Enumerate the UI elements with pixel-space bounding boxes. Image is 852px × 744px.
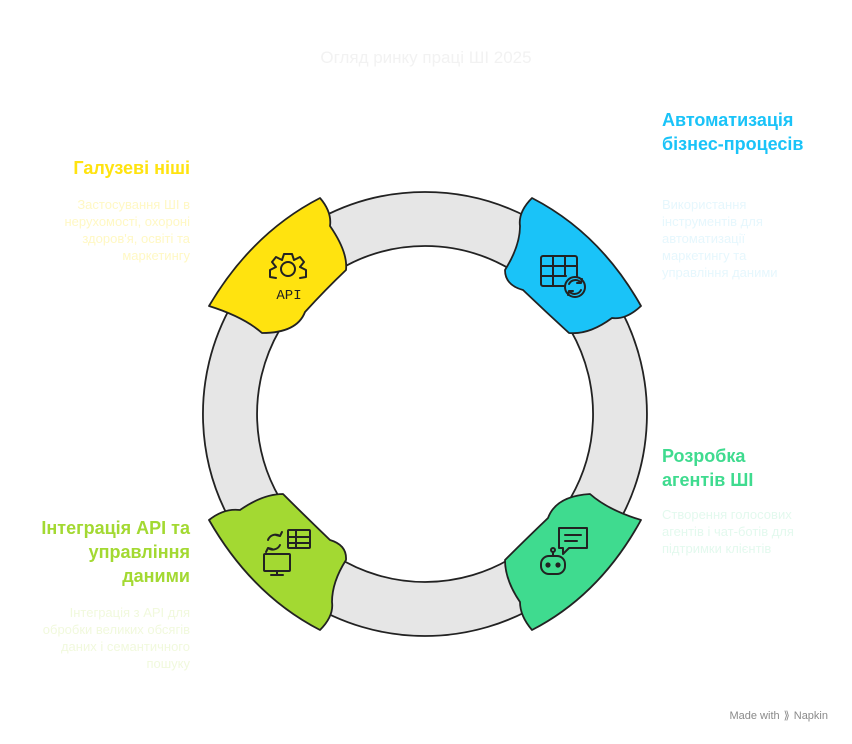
table-sync-icon (540, 255, 586, 298)
segment-heading-api: Інтеграція API та управління даними (41, 518, 190, 586)
gear-api-icon (269, 253, 307, 279)
robot-chat-icon (540, 527, 588, 575)
gear-api-icon-label: API (276, 288, 301, 304)
segment-shape-lime (208, 493, 347, 631)
sync-table-monitor-icon (263, 529, 311, 576)
napkin-logo-icon: ⟫ (783, 710, 790, 722)
segment-desc-api: Інтеграція з API для обробки великих обс… (42, 605, 190, 671)
footer-made-with: Made with (729, 709, 780, 722)
segment-desc-agents: Створення голосових агентів і чат-ботів … (662, 507, 794, 556)
segment-shape-green (504, 493, 642, 631)
segment-heading-agents: Розробка агентів ШІ (662, 446, 754, 490)
footer-brand: Napkin (793, 709, 828, 722)
footer-credit: Made with ⟫ Napkin (729, 709, 828, 723)
segment-heading-automation: Автоматизація бізнес-процесів (662, 110, 804, 154)
segment-heading-industry: Галузеві ніші (73, 158, 190, 178)
diagram-title: Огляд ринку праці ШІ 2025 (320, 48, 532, 67)
segment-desc-industry: Застосування ШІ в нерухомості, охороні з… (64, 197, 190, 263)
segment-desc-automation: Використання інструментів для автоматиза… (662, 197, 778, 280)
segment-shape-yellow (208, 197, 348, 334)
